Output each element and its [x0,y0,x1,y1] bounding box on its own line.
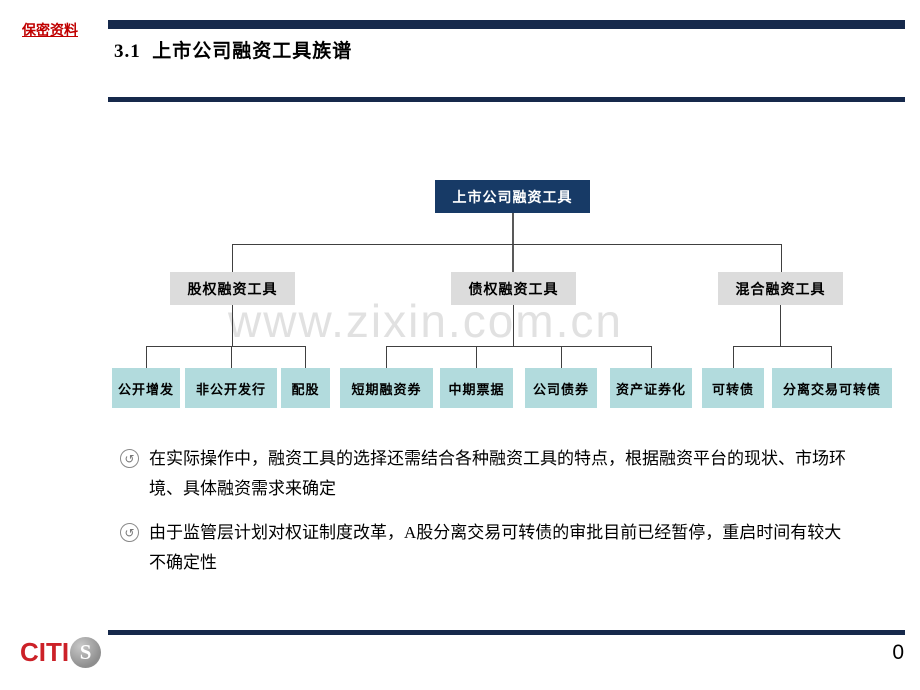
footer-bar [108,630,905,635]
leaf-box-public-offering: 公开增发 [112,368,180,408]
notes-section: ↺ 在实际操作中，融资工具的选择还需结合各种融资工具的特点，根据融资平台的现状、… [120,444,902,592]
bullet-text-line: 在实际操作中，融资工具的选择还需结合各种融资工具的特点，根据融资平台的现状、市场… [149,449,846,468]
leaf-box-asset-securitization: 资产证券化 [610,368,692,408]
branch-box-debt-financing: 债权融资工具 [451,272,576,305]
header-top-bar [108,20,905,29]
leaf-box-short-term-cp: 短期融资券 [340,368,433,408]
connector-level1-rail [232,244,782,245]
bullet-text-line: 不确定性 [149,553,217,572]
bullet-text: 由于监管层计划对权证制度改革，A股分离交易可转债的审批目前已经暂停，重启时间有较… [149,518,841,578]
connector-drop-equity [232,244,233,272]
leaf-box-rights-issue: 配股 [281,368,330,408]
bullet-item: ↺ 在实际操作中，融资工具的选择还需结合各种融资工具的特点，根据融资平台的现状、… [120,444,902,504]
circular-arrow-bullet-icon: ↺ [120,523,139,542]
connector-root-vertical [512,213,514,273]
connector-hybrid-rail [733,346,832,347]
connector-hybrid-stem [780,305,781,347]
bullet-item: ↺ 由于监管层计划对权证制度改革，A股分离交易可转债的审批目前已经暂停，重启时间… [120,518,902,578]
page-title: 3.1 上市公司融资工具族谱 [114,41,353,62]
branch-box-hybrid-financing: 混合融资工具 [718,272,843,305]
bullet-text: 在实际操作中，融资工具的选择还需结合各种融资工具的特点，根据融资平台的现状、市场… [149,444,846,504]
leaf-box-corporate-bond: 公司债券 [525,368,597,408]
connector-drop-corporate-bond [561,346,562,368]
leaf-box-private-placement: 非公开发行 [185,368,277,408]
tree-root-box: 上市公司融资工具 [435,180,590,213]
connector-debt-stem [513,305,514,347]
bullet-text-line: 由于监管层计划对权证制度改革，A股分离交易可转债的审批目前已经暂停，重启时间有较… [149,523,842,542]
leaf-box-convertible-bond: 可转债 [702,368,764,408]
connector-equity-rail [146,346,306,347]
bullet-text-line: 境、具体融资需求来确定 [149,479,336,498]
connector-drop-abs [651,346,652,368]
connector-drop-separable-convertible [831,346,832,368]
connector-drop-short-term-cp [386,346,387,368]
citics-logo-emblem-icon: S [70,637,102,668]
connector-drop-mtn [476,346,477,368]
connector-drop-private-placement [231,346,232,368]
connector-equity-stem [232,305,233,347]
connector-drop-public-offering [146,346,147,368]
leaf-box-separable-convertible-bond: 分离交易可转债 [772,368,892,408]
leaf-box-medium-term-note: 中期票据 [440,368,513,408]
connector-drop-hybrid [781,244,782,272]
connector-drop-convertible-bond [733,346,734,368]
connector-drop-rights-issue [305,346,306,368]
branch-box-equity-financing: 股权融资工具 [170,272,295,305]
citics-logo-text: CITI [20,637,70,667]
confidential-label: 保密资料 [22,24,78,39]
circular-arrow-bullet-icon: ↺ [120,449,139,468]
page-number: 0 [892,641,904,664]
citics-logo: CITI S [20,637,102,668]
header-divider-bar [108,97,905,102]
connector-debt-rail [386,346,651,347]
